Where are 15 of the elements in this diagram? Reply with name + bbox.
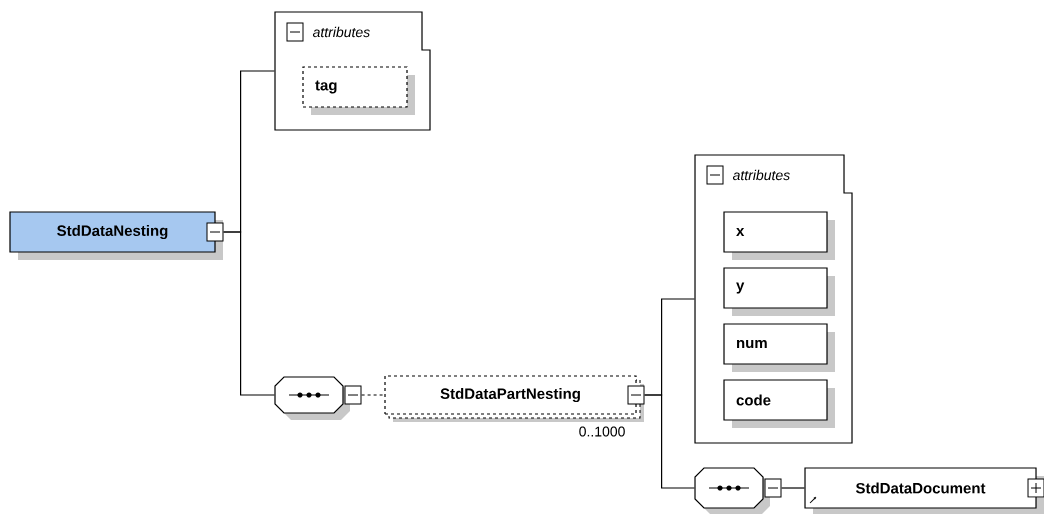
sequence-symbol: [274, 376, 362, 420]
attribute-box: code: [723, 379, 835, 428]
element-box: StdDataDocument: [804, 467, 1044, 514]
connector-line: [644, 394, 695, 489]
connector-line: [223, 231, 275, 396]
element-box: StdDataPartNesting: [384, 375, 645, 422]
element-box: StdDataNesting: [9, 211, 224, 260]
attribute-box: num: [723, 323, 835, 372]
connector-line: [361, 394, 385, 396]
attribute-box: tag: [302, 66, 415, 115]
multiplicity-label: 0..1000: [579, 426, 625, 437]
connector-line: [781, 487, 805, 489]
sequence-symbol: [694, 467, 782, 514]
attribute-box: x: [723, 211, 835, 260]
attribute-box: y: [723, 267, 835, 316]
